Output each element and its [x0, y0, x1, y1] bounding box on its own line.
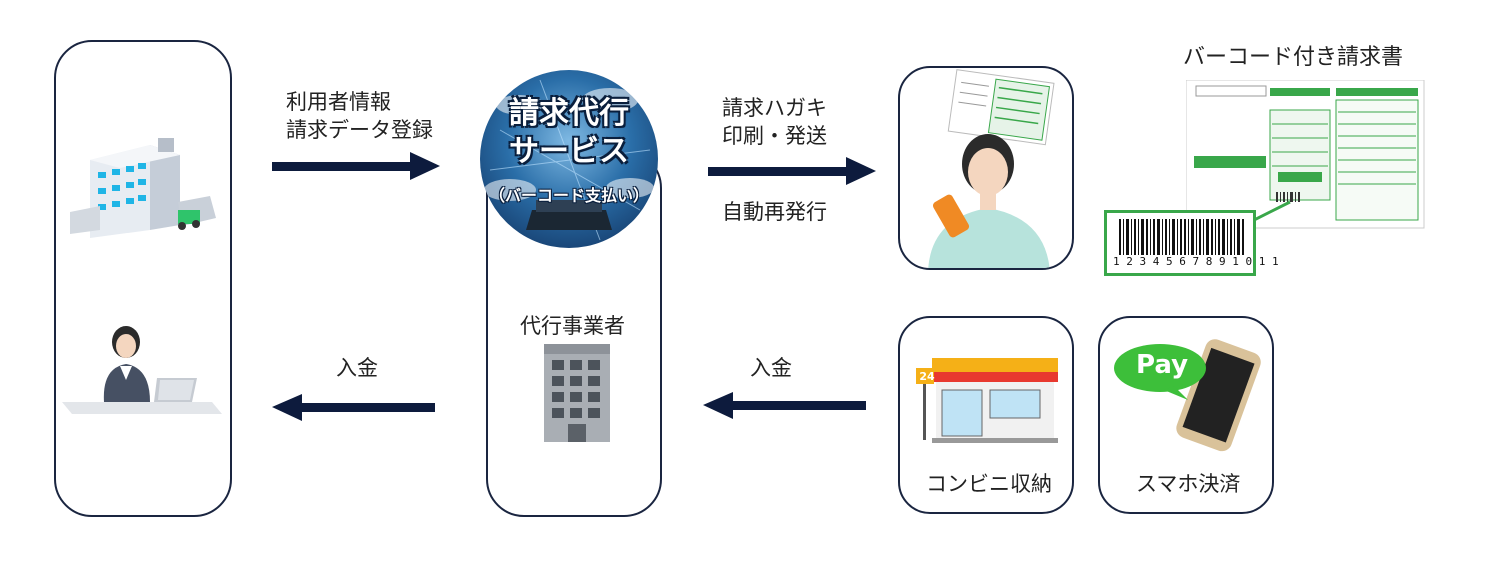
right-top-label-2: 印刷・発送 [722, 124, 827, 148]
service-subtitle: （バーコード支払い） [488, 186, 649, 205]
convenience-store-label: コンビニ収納 [926, 472, 1052, 496]
left-bottom-label: 入金 [336, 356, 378, 380]
smartphone-payment-label: スマホ決済 [1136, 472, 1241, 496]
agent-label: 代行事業者 [520, 314, 625, 338]
barcode-callout-line [1250, 200, 1291, 224]
convenience-store-icon [916, 358, 1058, 443]
barcode-number: 1 2 3 4 5 6 7 8 9 1 0 1 1 [1113, 255, 1279, 268]
arrow-to-customer [708, 157, 876, 185]
convenience-store-panel: 24 コンビニ収納 [898, 316, 1074, 514]
agency-building-icon [544, 344, 610, 442]
right-top-label-3: 自動再発行 [722, 200, 827, 224]
arrow-payment-to-business [272, 394, 435, 421]
customer-panel [898, 66, 1074, 270]
business-panel [54, 40, 232, 517]
left-top-label-1: 利用者情報 [286, 90, 391, 114]
smartphone-payment-panel: Pay スマホ決済 [1098, 316, 1274, 514]
right-top-label-1: 請求ハガキ [722, 96, 827, 120]
arrow-payment-to-agent [703, 392, 866, 419]
smartphone-pay-icon [1114, 339, 1261, 452]
service-title-2: サービス [509, 134, 629, 169]
pay-bubble: Pay [1135, 350, 1189, 380]
woman-with-postcard-icon [928, 69, 1055, 268]
cloud-service-icon: 請求代行 サービス （バーコード支払い） [480, 70, 658, 248]
office-building-icon [70, 138, 216, 238]
invoice-title: バーコード付き請求書 [1183, 45, 1404, 70]
arrow-to-service [272, 152, 440, 180]
service-title-1: 請求代行 [509, 96, 629, 131]
invoice-icon [1186, 80, 1425, 229]
right-bottom-label: 入金 [750, 356, 792, 380]
left-top-label-2: 請求データ登録 [286, 118, 433, 142]
office-worker-icon [62, 326, 222, 414]
store-sign: 24 [919, 370, 935, 383]
barcode-icon: 1 2 3 4 5 6 7 8 9 1 0 1 1 [1104, 210, 1279, 276]
